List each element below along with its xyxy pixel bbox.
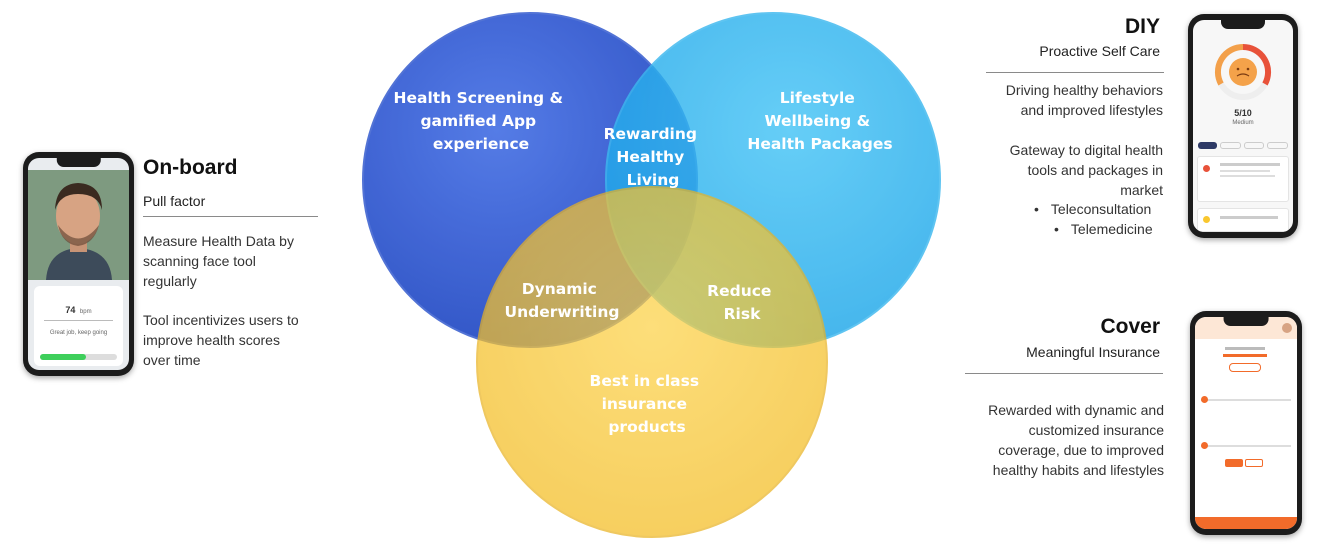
onboard-title: On-board [143, 156, 238, 179]
label-blue: Health Screening & gamified App experien… [394, 89, 569, 153]
coverage-slider-1 [1201, 396, 1291, 403]
progress-fill [40, 354, 87, 360]
hr-slider-track [44, 320, 113, 321]
tab-pill [1243, 142, 1265, 149]
label-yellow: Best in class insurance products [590, 372, 705, 436]
circle-yellow [476, 186, 828, 538]
slider-thumb[interactable] [1201, 442, 1208, 449]
label-cyan-yellow: Reduce Risk [707, 282, 777, 323]
sun-icon [1203, 216, 1210, 223]
cover-header [1195, 317, 1297, 339]
info-card [1197, 156, 1289, 202]
bullet-item: Teleconsultation [1034, 199, 1153, 219]
cover-title: Cover [1100, 315, 1160, 338]
tab-row [1198, 142, 1288, 149]
tab-pill [1219, 142, 1241, 149]
phone-notch [56, 158, 101, 167]
onboard-phone: 74 bpm Great job, keep going [23, 152, 134, 376]
label-cyan: Lifestyle Wellbeing & Health Packages [747, 89, 892, 153]
diy-phone-screen: 5/10 Medium [1193, 20, 1293, 232]
stress-level: Medium [1232, 120, 1254, 126]
diy-title: DIY [1124, 15, 1160, 38]
info-card [1197, 208, 1289, 232]
onboard-divider [143, 216, 318, 217]
label-blue-cyan: Rewarding Healthy Living [604, 125, 703, 189]
diy-bullets: Teleconsultation Telemedicine [1034, 199, 1153, 239]
hr-caption: Great job, keep going [49, 330, 108, 336]
tab-pill-active [1198, 142, 1217, 149]
diy-subtitle: Proactive Self Care [1039, 43, 1160, 59]
face-photo [28, 170, 129, 280]
hr-unit: bpm [79, 309, 92, 315]
face-illustration [28, 170, 129, 280]
avatar [1282, 323, 1292, 333]
cover-phone-screen [1195, 317, 1297, 529]
toggle-option-active[interactable] [1225, 459, 1243, 467]
onboard-subtitle: Pull factor [143, 193, 206, 209]
phone-notch [1223, 317, 1269, 326]
cover-phone [1190, 311, 1302, 535]
bullet-item: Telemedicine [1034, 219, 1153, 239]
alert-dot-icon [1203, 165, 1210, 172]
toggle-option[interactable] [1245, 459, 1263, 467]
coverage-slider-2 [1201, 442, 1291, 449]
hr-value: 74 [65, 305, 76, 315]
tab-pill [1267, 142, 1288, 149]
label-blue-yellow: Dynamic Underwriting [504, 280, 619, 321]
stress-gauge [1214, 43, 1272, 100]
diy-para2: Gateway to digital health tools and pack… [1009, 142, 1163, 198]
submit-bar[interactable] [1195, 517, 1297, 529]
cover-para1: Rewarded with dynamic and customized ins… [988, 402, 1164, 478]
slider-thumb[interactable] [1201, 396, 1208, 403]
diy-phone: 5/10 Medium [1188, 14, 1298, 238]
phone-notch [1221, 20, 1265, 29]
tag-pill [1229, 363, 1261, 372]
diy-para1: Driving healthy behaviors and improved l… [1005, 82, 1163, 118]
progress-bar [40, 354, 117, 360]
onboard-para2: Tool incentivizes users to improve healt… [143, 312, 299, 368]
onboard-phone-screen: 74 bpm Great job, keep going [28, 158, 129, 370]
stress-score: 5/10 [1234, 108, 1252, 118]
hr-card: 74 bpm Great job, keep going [34, 286, 123, 366]
onboard-para1: Measure Health Data by scanning face too… [143, 233, 294, 289]
cover-subtitle: Meaningful Insurance [1026, 344, 1160, 360]
diy-divider [986, 72, 1164, 73]
cover-divider [965, 373, 1163, 374]
toggle-row [1225, 459, 1263, 467]
